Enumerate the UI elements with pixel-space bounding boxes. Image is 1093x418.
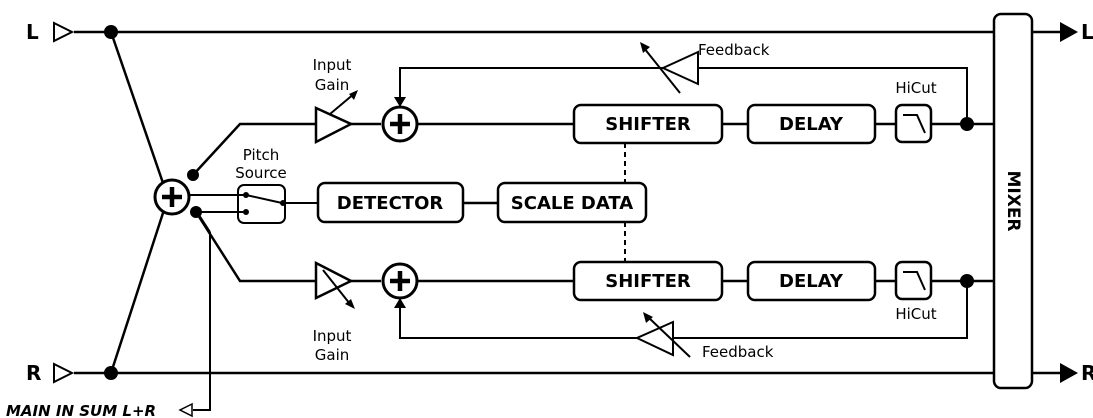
bottom-shifter-label: SHIFTER bbox=[605, 271, 691, 292]
top-feedback-amp bbox=[660, 50, 699, 86]
bottom-feedback-to-sum-wire bbox=[399, 306, 637, 339]
bottom-feedback-return-wire bbox=[673, 281, 968, 339]
top-feedback-label: Feedback bbox=[698, 41, 770, 59]
top-feedback-return-wire bbox=[698, 67, 968, 124]
switch-lever bbox=[245, 194, 283, 204]
top-feedback-arrow-head-icon bbox=[640, 42, 650, 53]
lowpass-filter-icon bbox=[903, 114, 926, 134]
bottom-hicut-filter bbox=[894, 260, 933, 301]
switch-pivot-dot bbox=[280, 200, 286, 206]
main-in-sum-path bbox=[178, 211, 211, 418]
bottom-branch-wire bbox=[194, 211, 316, 283]
left-to-sum-wire bbox=[109, 31, 165, 184]
main-in-wire bbox=[193, 232, 211, 411]
top-input-gain-amp bbox=[314, 106, 354, 145]
top-gain-arrow bbox=[329, 92, 356, 115]
bottom-delay-label: DELAY bbox=[779, 271, 844, 292]
top-voice-chain: SHIFTER DELAY bbox=[192, 42, 994, 176]
pitch-source-label-line2: Source bbox=[235, 164, 287, 182]
bottom-feedback-amp bbox=[634, 320, 674, 357]
top-branch-wire bbox=[192, 122, 316, 176]
top-delay-label: DELAY bbox=[779, 114, 844, 135]
left-output-arrow-icon bbox=[1060, 22, 1078, 42]
scale-data-block bbox=[496, 181, 648, 224]
pitch-source-switch bbox=[237, 184, 286, 224]
bottom-gain-arrow-head-icon bbox=[345, 299, 355, 309]
top-hicut-filter bbox=[894, 103, 933, 144]
lowpass-filter-icon bbox=[903, 271, 926, 291]
bottom-input-gain-label-line1: Input bbox=[313, 327, 352, 345]
top-shifter-label: SHIFTER bbox=[605, 114, 691, 135]
right-output-arrow-icon bbox=[1060, 363, 1078, 383]
bottom-input-gain-label-line2: Gain bbox=[315, 346, 350, 364]
bottom-feedback-gain-arrow bbox=[647, 316, 691, 358]
input-left-label: L bbox=[26, 20, 39, 44]
top-gain-arrow-head-icon bbox=[349, 90, 358, 100]
right-to-sum-wire bbox=[109, 212, 165, 374]
left-input-arrow-icon bbox=[53, 21, 75, 43]
pitch-source-label-line1: Pitch bbox=[243, 146, 280, 164]
right-input-arrow-icon bbox=[53, 362, 75, 384]
mixer-label: MIXER bbox=[1003, 170, 1023, 231]
top-input-gain-label-line2: Gain bbox=[315, 76, 350, 94]
main-in-arrow-icon bbox=[178, 402, 193, 418]
output-left-label: L bbox=[1081, 20, 1093, 44]
top-feedback-arrow-icon bbox=[394, 97, 406, 107]
bottom-hicut-label: HiCut bbox=[895, 305, 936, 323]
bottom-voice-chain: SHIFTER DELAY bbox=[194, 211, 994, 358]
bottom-gain-arrow bbox=[322, 269, 351, 305]
main-in-label: MAIN IN SUM L+R bbox=[6, 402, 156, 418]
bottom-feedback-arrow-head-icon bbox=[643, 312, 653, 323]
top-feedback-to-sum-wire bbox=[399, 67, 663, 99]
top-feedback-gain-arrow bbox=[643, 47, 681, 94]
bottom-input-gain-amp bbox=[314, 260, 354, 300]
output-right-label: R bbox=[1081, 361, 1093, 385]
switch-contact-dot bbox=[243, 209, 249, 215]
scale-data-label: SCALE DATA bbox=[511, 193, 633, 214]
bottom-feedback-arrow-icon bbox=[394, 298, 406, 308]
top-input-gain-label-line1: Input bbox=[313, 56, 352, 74]
mixer-block bbox=[992, 12, 1034, 390]
detector-label: DETECTOR bbox=[337, 193, 444, 214]
top-hicut-label: HiCut bbox=[895, 79, 936, 97]
input-right-label: R bbox=[26, 361, 41, 385]
bottom-feedback-label: Feedback bbox=[702, 343, 774, 361]
